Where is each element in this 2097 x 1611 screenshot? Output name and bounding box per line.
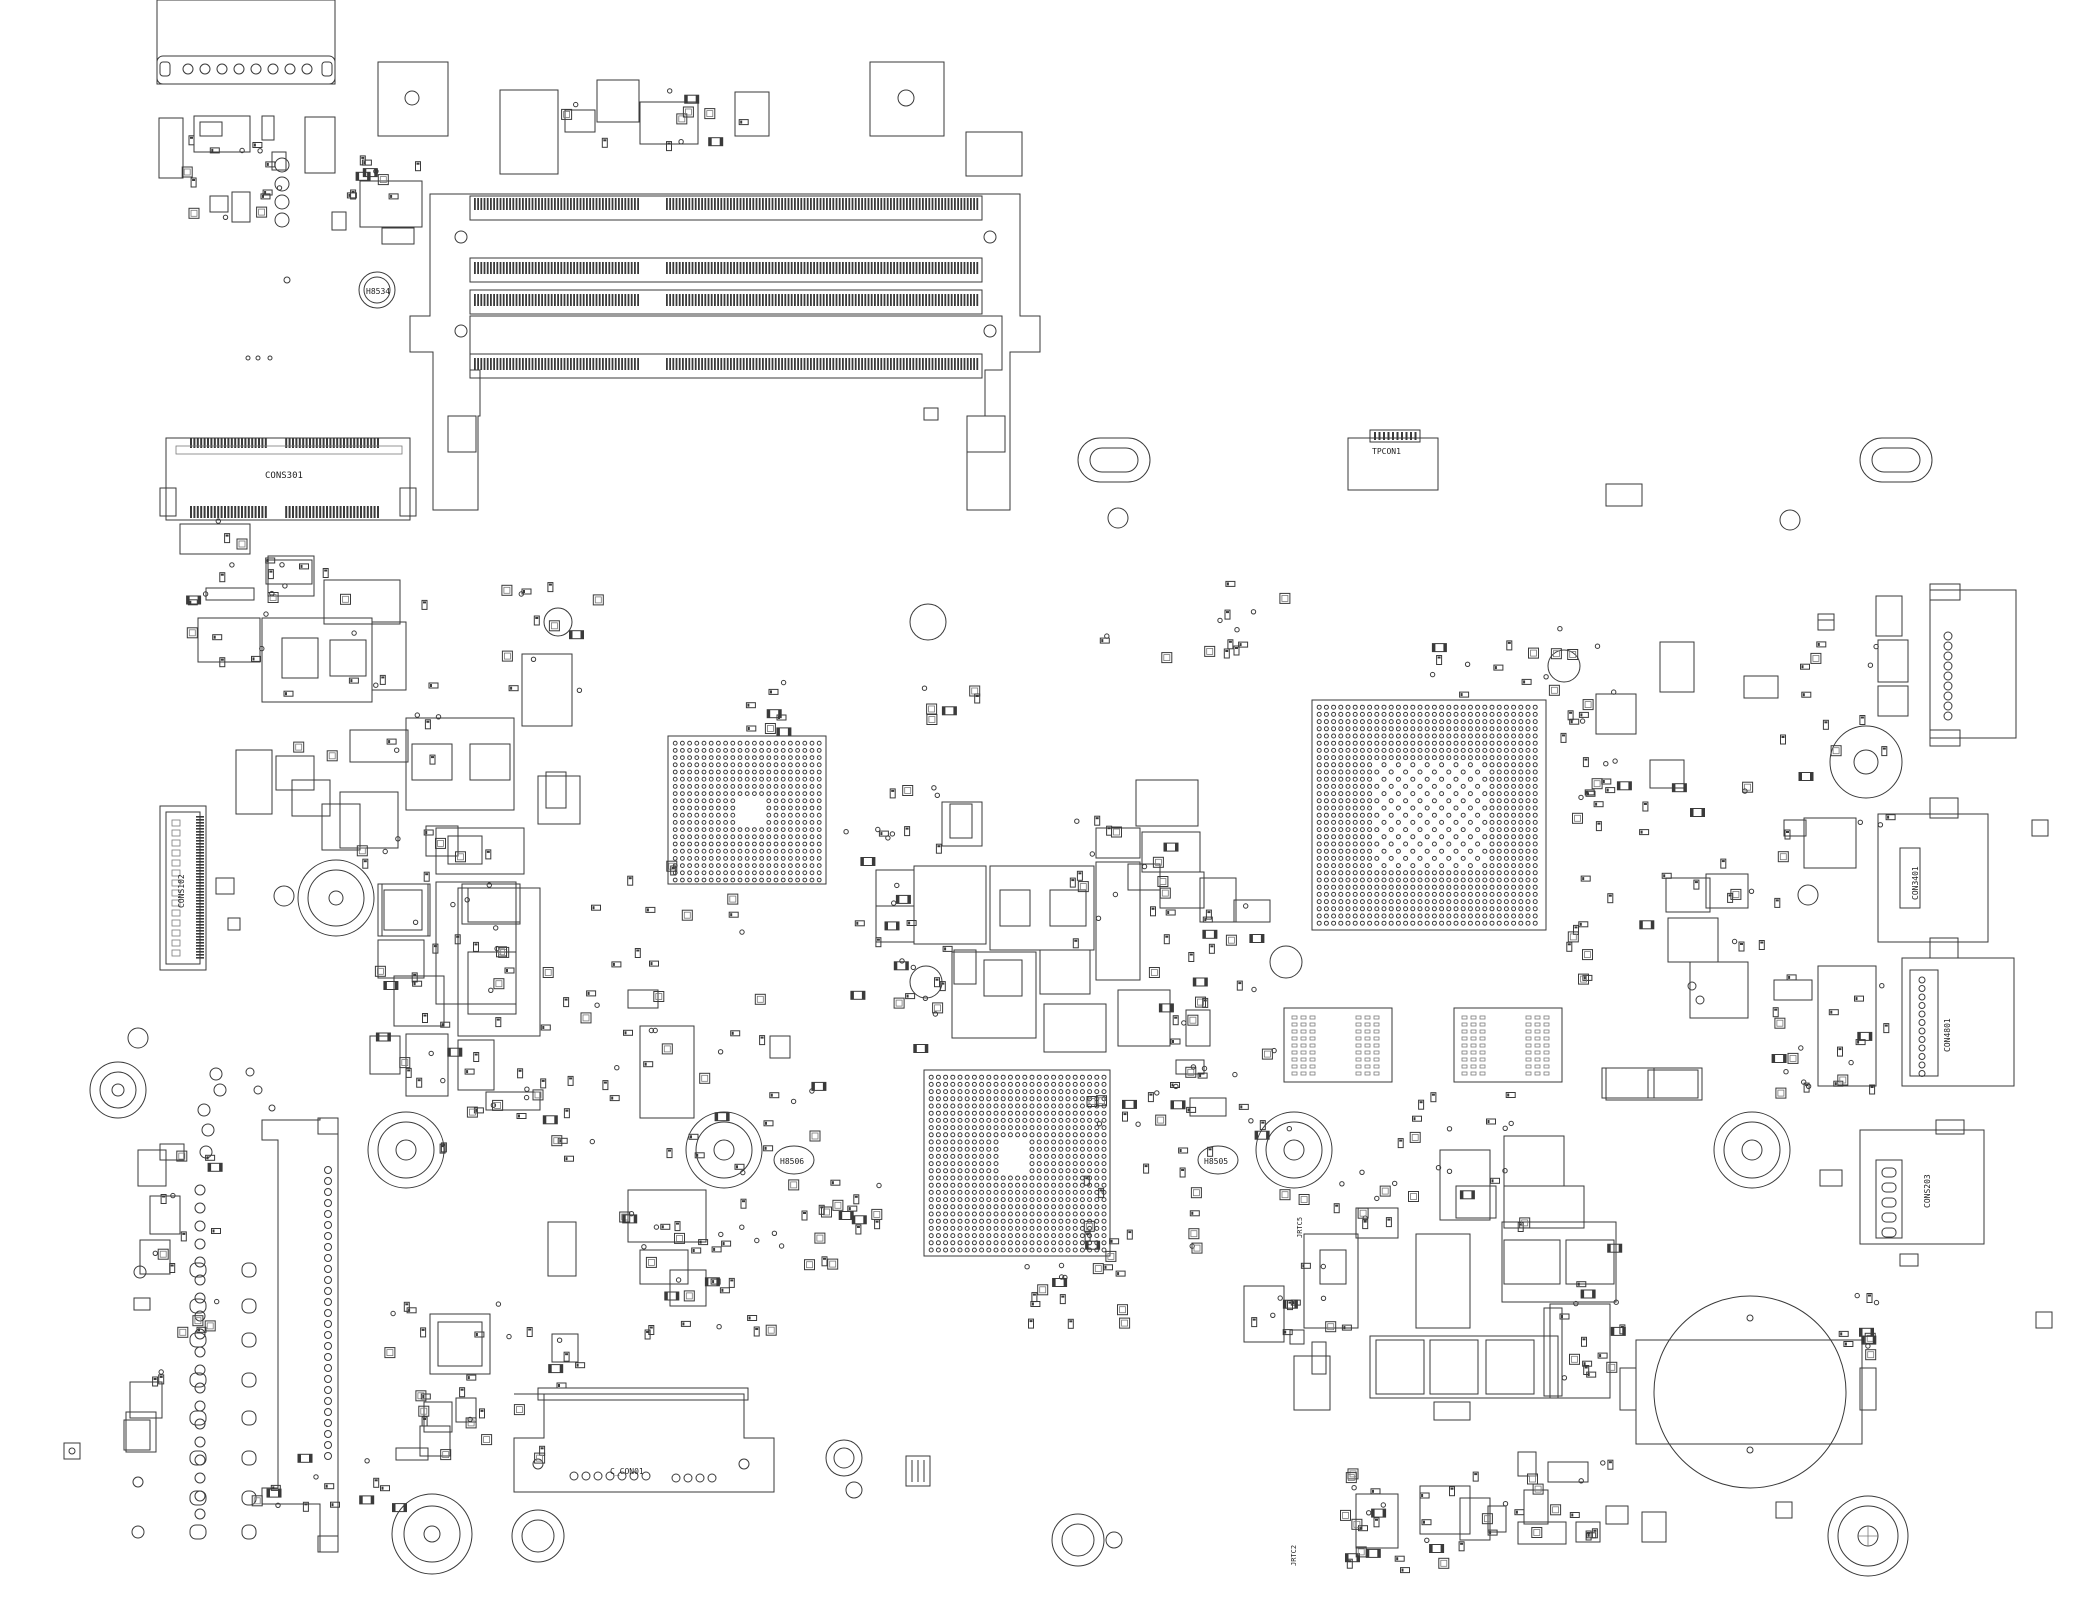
con4801-connector: CON4801 [1773,957,2015,1087]
left-power-area [179,523,581,1111]
label-c-con01: C_CON01 [610,1467,644,1476]
bottom-left-ic [395,1189,707,1461]
dimm-socket [409,193,1041,511]
bga-chip-cpu [1311,699,1547,931]
rtc-battery-holder [1619,1295,1877,1489]
left-vertical-connector [261,1117,339,1553]
cons102-connector: CONS102 [159,805,241,971]
bga-chip-pch [923,1069,1111,1257]
label-tpcon1: TPCON1 [1372,447,1401,456]
bga-chip-1 [667,735,827,885]
dram-chip-1 [1283,1007,1393,1083]
label-cons203: CONS203 [1923,1174,1932,1208]
cons301-connector: CONS301 [159,437,417,521]
dram-chip-2 [1453,1007,1563,1083]
mounting-gear-left [273,859,375,937]
right-small-parts [1595,483,2053,1519]
label-cons301: CONS301 [265,471,303,481]
c-con01-connector: C_CON01 [513,1387,775,1493]
con3401-connector: CON3401 [1797,797,1989,959]
cons203-connector: CONS203 [1819,1119,1985,1267]
tpcon1-connector: TPCON1 [1347,429,1439,491]
left-edge-parts [63,1027,276,1540]
scattered-smd-parts [152,88,1896,1574]
label-jrtc5: JRTC5 [1296,1217,1304,1238]
label-con3401: CON3401 [1911,866,1920,900]
label-jrtc2: JRTC2 [1290,1545,1298,1566]
top-left-connector [156,0,336,85]
mounting-slots [1077,437,1933,531]
label-cons102: CONS102 [177,874,186,908]
mounting-bottom-right [1827,1495,1909,1577]
label-h8534: H8534 [366,287,390,296]
bottom-mounting-holes [391,1439,1123,1575]
label-h8505: H8505 [1204,1157,1228,1166]
label-h8506: H8506 [780,1157,804,1166]
mounting-holes-middle [367,603,1791,1189]
h8506-h8505: H8506 H8505 [773,1145,1239,1175]
label-con4801: CON4801 [1943,1018,1952,1052]
qfn-ic-left [377,825,521,937]
top-left-parts: H8534 [158,61,1023,361]
right-usb-connector-top [1817,583,2017,799]
central-power-area [545,771,1271,1119]
right-power-block [1243,1135,1617,1421]
